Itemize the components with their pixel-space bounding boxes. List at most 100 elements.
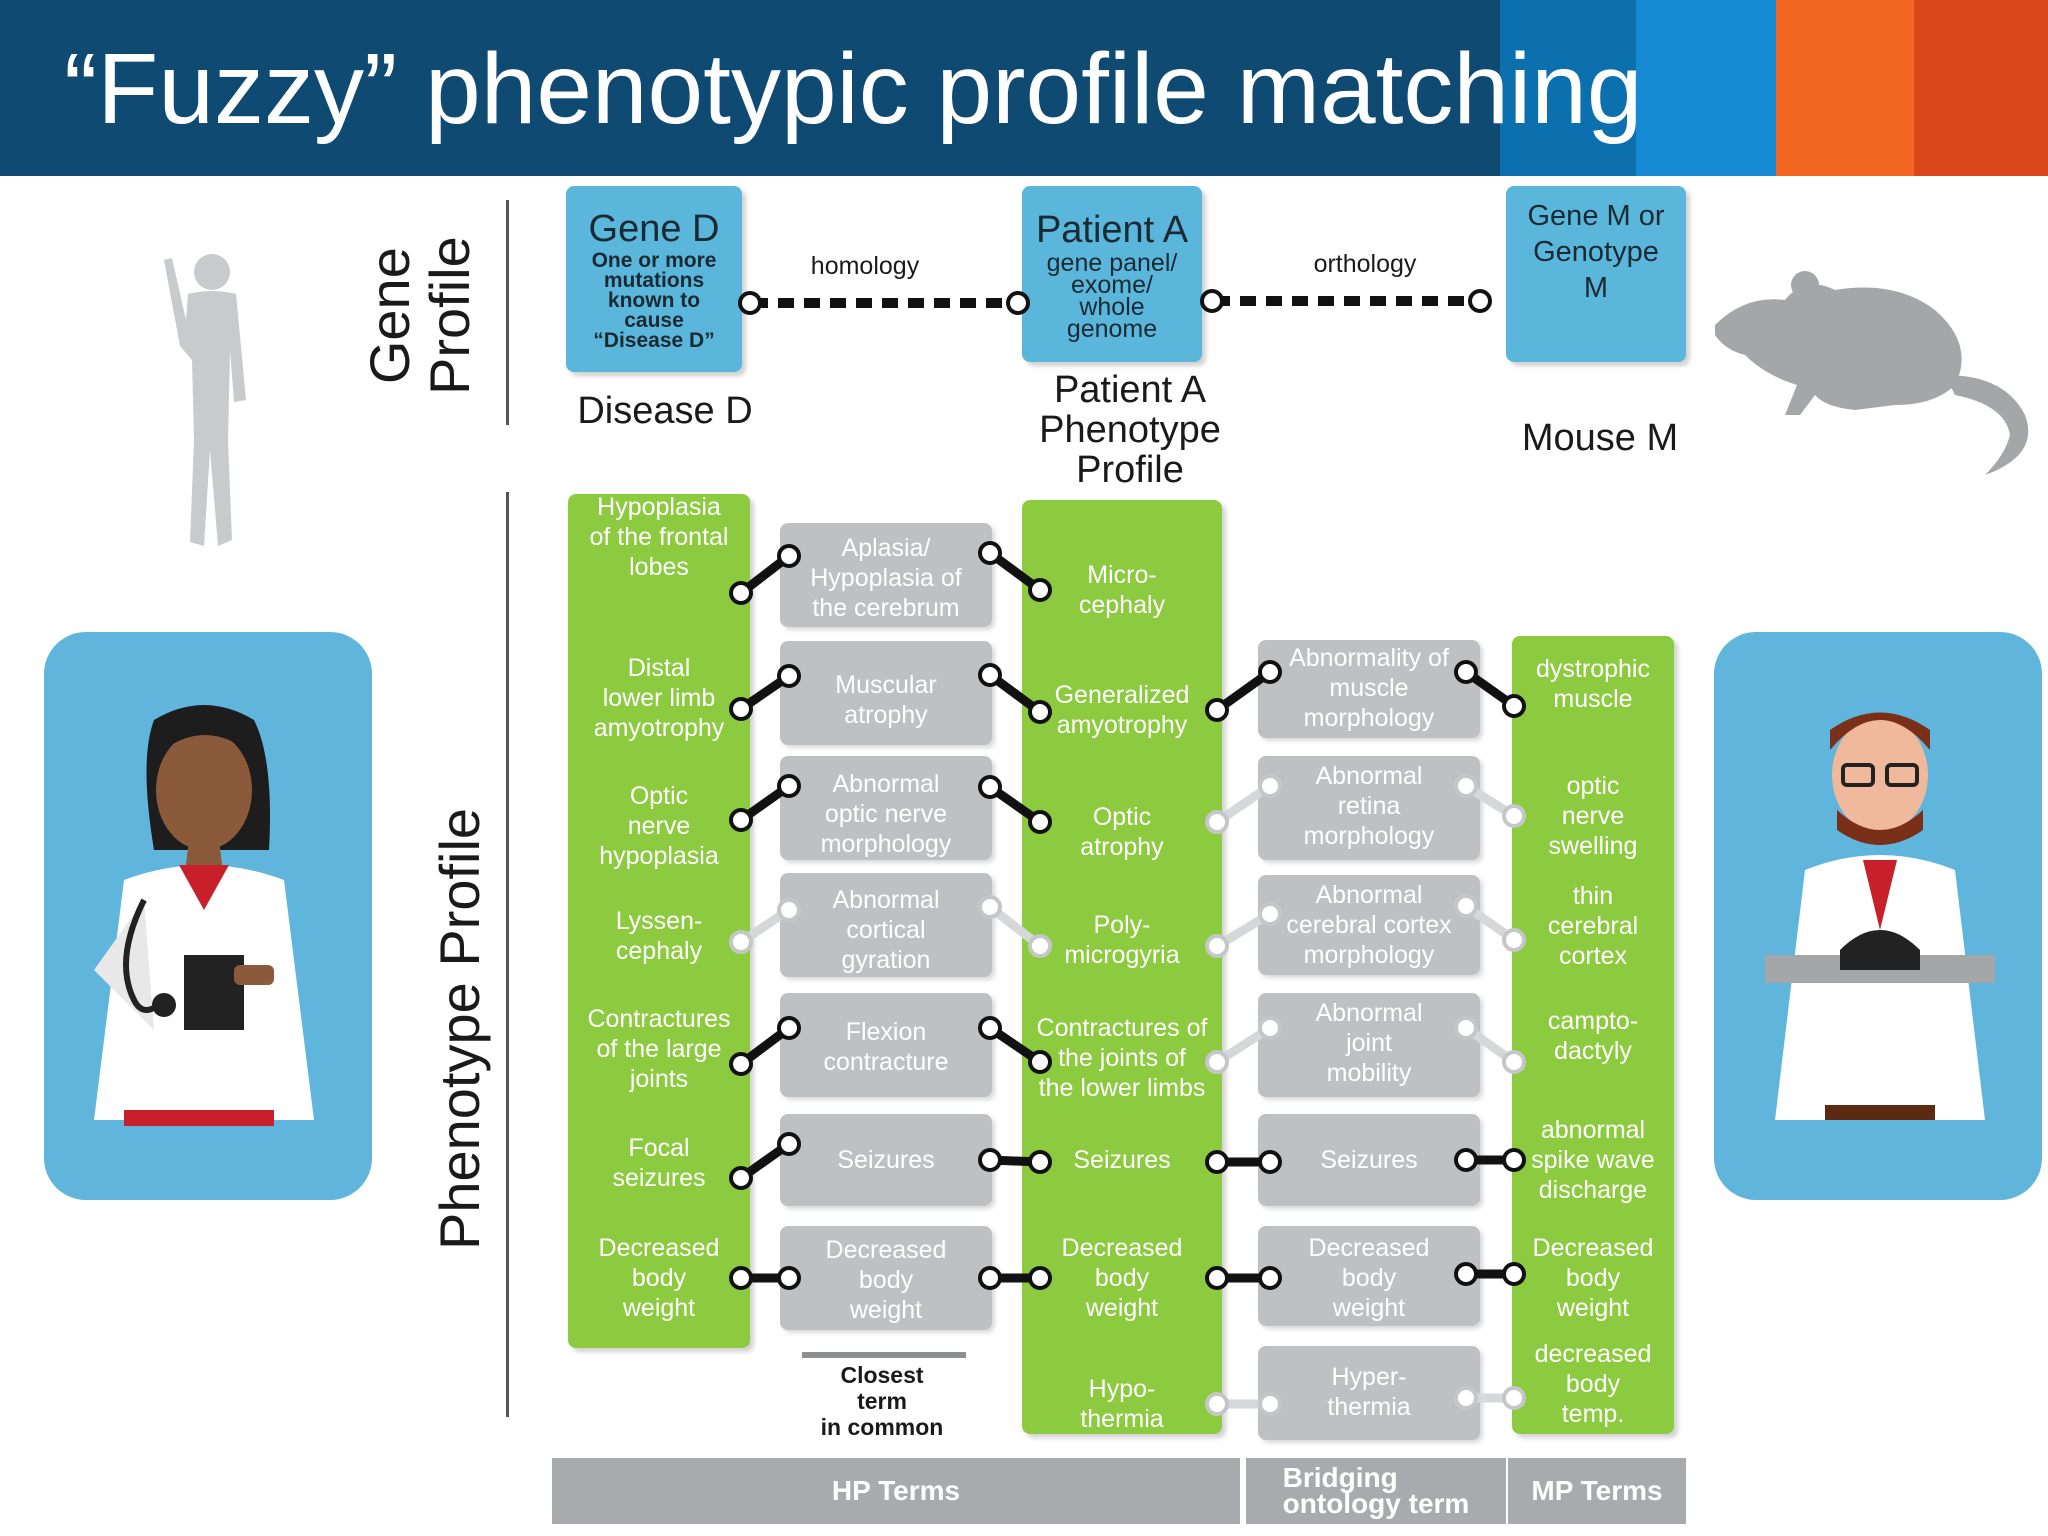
connector-node bbox=[1502, 1148, 1526, 1172]
connector-link bbox=[978, 541, 1052, 602]
common-term-box bbox=[780, 641, 992, 745]
common-term: Seizures bbox=[837, 1146, 935, 1174]
connector-node bbox=[1258, 774, 1282, 798]
connector-link bbox=[729, 898, 801, 954]
connector-link bbox=[729, 664, 801, 721]
connector-node bbox=[1205, 1150, 1229, 1174]
connector-node bbox=[1205, 934, 1229, 958]
connector-node bbox=[978, 1016, 1002, 1040]
common-term-box bbox=[780, 523, 992, 627]
common-term: Abnormal cortical gyration bbox=[832, 886, 940, 974]
patient-term: Optic atrophy bbox=[1080, 803, 1164, 861]
gene-m-box: Gene M or Genotype M bbox=[1506, 186, 1686, 362]
bridge-term-box bbox=[1258, 1346, 1480, 1440]
connector-node bbox=[1028, 1266, 1052, 1290]
connector-node bbox=[978, 775, 1002, 799]
bridging-term-bar: Bridging ontology term bbox=[1246, 1458, 1506, 1524]
connector-node bbox=[1258, 902, 1282, 926]
mouse-term: abnormal spike wave discharge bbox=[1531, 1116, 1655, 1204]
connector-node bbox=[1454, 1386, 1478, 1410]
male-doctor-icon bbox=[1765, 712, 1995, 1120]
connector-node bbox=[777, 1132, 801, 1156]
connector-link bbox=[729, 1132, 801, 1190]
connector-node bbox=[1502, 804, 1526, 828]
connector-node bbox=[1028, 578, 1052, 602]
connector-link bbox=[1205, 660, 1282, 722]
mouse-silhouette-icon bbox=[1715, 271, 2029, 475]
bridge-term-box bbox=[1258, 1114, 1480, 1206]
header-band-dark bbox=[1500, 0, 1636, 176]
disease-term: Decreased body weight bbox=[598, 1234, 720, 1322]
connector-link bbox=[729, 544, 801, 605]
patient-term: Hypo- thermia bbox=[1080, 1375, 1164, 1433]
disease-term: Lyssen- cephaly bbox=[615, 907, 703, 965]
connector-link bbox=[729, 1266, 801, 1290]
patient-term: Decreased body weight bbox=[1061, 1234, 1183, 1322]
connector-link bbox=[978, 663, 1052, 724]
common-term: Abnormal optic nerve morphology bbox=[820, 770, 952, 858]
orthology-link bbox=[1200, 289, 1492, 313]
connector-node bbox=[1258, 1266, 1282, 1290]
connector-node bbox=[777, 544, 801, 568]
connector-node bbox=[1205, 698, 1229, 722]
phenotype-profile-divider bbox=[506, 492, 509, 1417]
connector-node bbox=[1028, 810, 1052, 834]
connector-node bbox=[1205, 1266, 1229, 1290]
page-title: “Fuzzy” phenotypic profile matching bbox=[64, 33, 1643, 145]
connector-node bbox=[1502, 1386, 1526, 1410]
connector-node bbox=[777, 1016, 801, 1040]
mouse-phenotype-column bbox=[1512, 636, 1674, 1434]
mouse-term: decreased body temp. bbox=[1534, 1340, 1652, 1428]
orthology-label: orthology bbox=[1313, 250, 1417, 278]
bridge-term-box bbox=[1258, 993, 1480, 1097]
connector-node bbox=[729, 1052, 753, 1076]
connector-node bbox=[777, 1266, 801, 1290]
connector-node bbox=[777, 898, 801, 922]
connector-node bbox=[978, 895, 1002, 919]
connector-link bbox=[1454, 660, 1526, 718]
connector-node bbox=[777, 664, 801, 688]
mp-terms-bar: MP Terms bbox=[1508, 1458, 1686, 1524]
connector-node bbox=[1028, 934, 1052, 958]
bridge-term: Seizures bbox=[1320, 1146, 1418, 1174]
mouse-m-caption: Mouse M bbox=[1521, 417, 1679, 459]
bridge-term: Abnormality of muscle morphology bbox=[1289, 644, 1449, 732]
connector-node bbox=[1502, 1262, 1526, 1286]
connector-node bbox=[1454, 1016, 1478, 1040]
connector-link bbox=[978, 1266, 1052, 1290]
disease-term: Hypoplasia of the frontal lobes bbox=[589, 493, 729, 581]
connector-node bbox=[1454, 774, 1478, 798]
human-silhouette-icon bbox=[164, 254, 246, 546]
connector-node bbox=[729, 808, 753, 832]
connector-node bbox=[777, 774, 801, 798]
disease-d-caption: Disease D bbox=[577, 390, 753, 432]
connector-link bbox=[978, 895, 1052, 958]
mouse-term: thin cerebral cortex bbox=[1547, 882, 1639, 970]
header-band-blue bbox=[1636, 0, 1776, 176]
mouse-term: dystrophic muscle bbox=[1536, 655, 1650, 713]
connector-node bbox=[1028, 1050, 1052, 1074]
common-term: Aplasia/ Hypoplasia of the cerebrum bbox=[810, 534, 962, 622]
connector-node bbox=[729, 1166, 753, 1190]
disease-term: Focal seizures bbox=[612, 1134, 706, 1192]
common-term-box bbox=[780, 1114, 992, 1206]
patient-a-profile-caption: Patient A Phenotype Profile bbox=[1039, 369, 1221, 491]
connector-node bbox=[729, 930, 753, 954]
connector-node bbox=[1502, 1050, 1526, 1074]
patient-a-box: Patient A gene panel/ exome/ whole genom… bbox=[1022, 186, 1202, 362]
connector-node bbox=[1502, 694, 1526, 718]
connector-link bbox=[1454, 1386, 1526, 1410]
homology-link bbox=[738, 291, 1030, 315]
closest-term-underline bbox=[802, 1352, 966, 1358]
hp-terms-bar: HP Terms bbox=[552, 1458, 1240, 1524]
bridge-term: Abnormal joint mobility bbox=[1315, 999, 1423, 1087]
disease-phenotype-column bbox=[568, 494, 750, 1348]
gene-d-title: Gene D bbox=[588, 208, 720, 250]
patient-term: Seizures bbox=[1073, 1146, 1171, 1174]
mouse-term: optic nerve swelling bbox=[1548, 772, 1638, 860]
header-band-orange bbox=[1776, 0, 1914, 176]
patient-a-title: Patient A bbox=[1035, 209, 1189, 251]
connector-node bbox=[978, 1148, 1002, 1172]
female-doctor-icon bbox=[94, 705, 314, 1126]
